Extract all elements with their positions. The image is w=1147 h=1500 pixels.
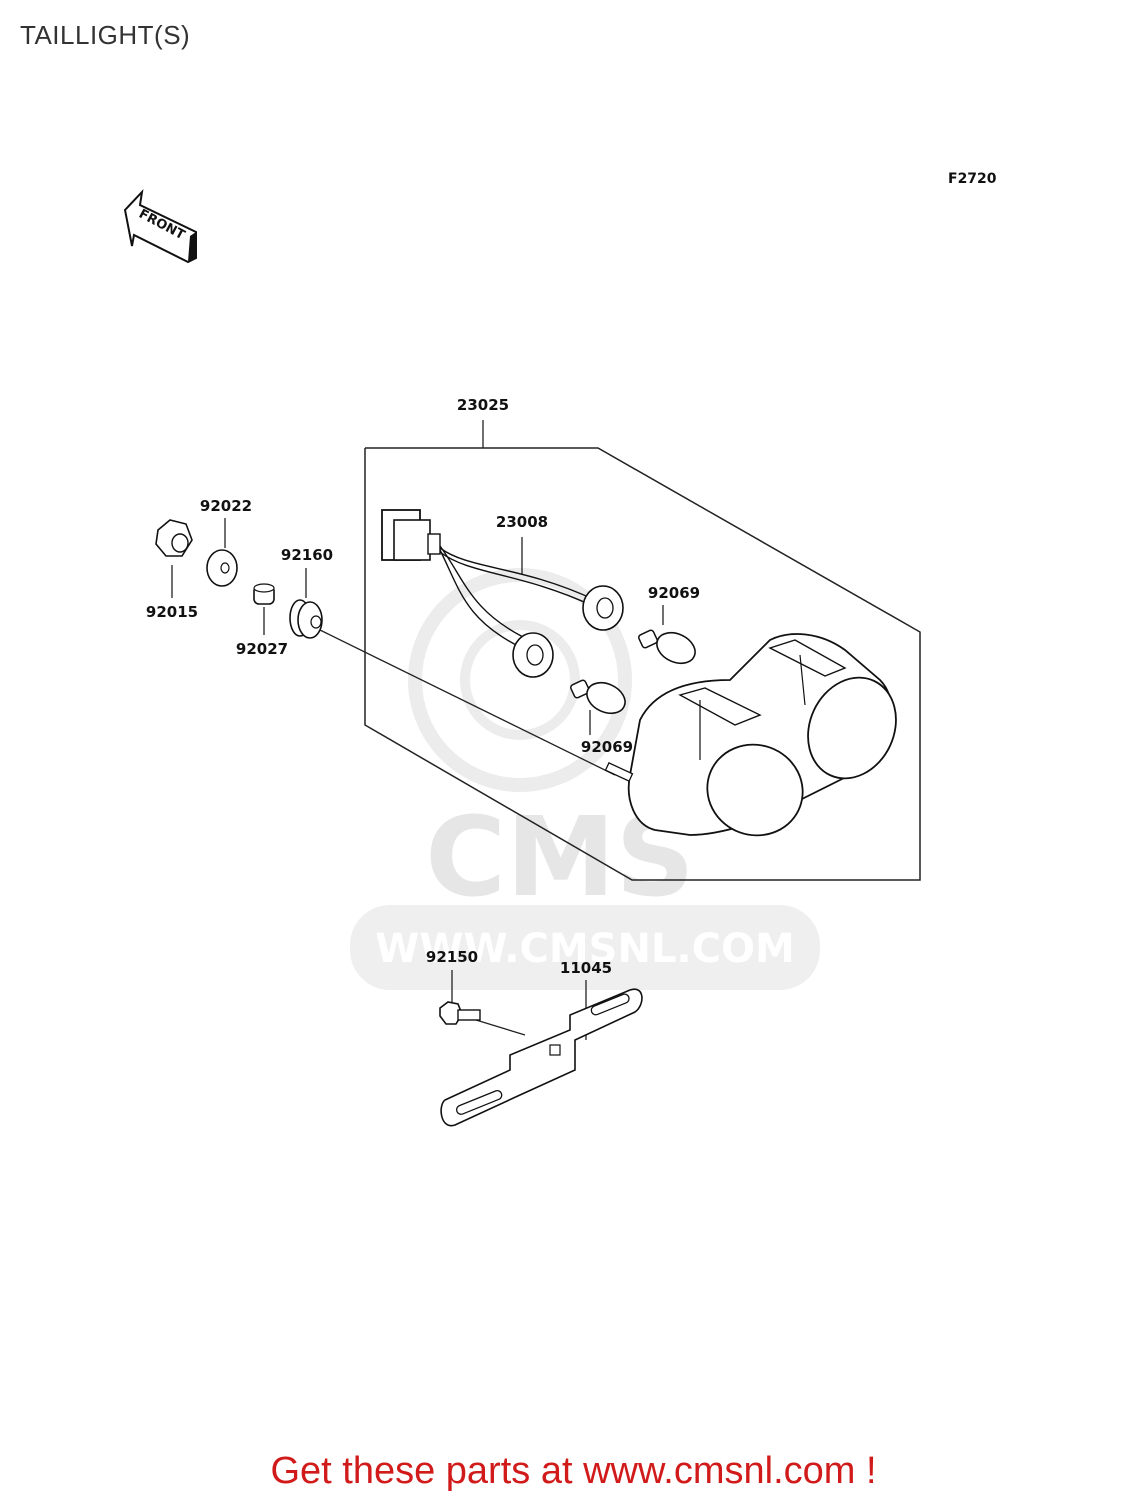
label-92069-lower: 92069 [581, 738, 633, 756]
collar-92027-icon [253, 583, 275, 605]
label-92027: 92027 [236, 640, 288, 658]
bulb-92069-icon [638, 629, 696, 665]
exploded-parts-diagram: CMS WWW.CMSNL.COM FRONT [123, 188, 921, 1127]
leader-lines [171, 420, 664, 1040]
page-title: TAILLIGHT(S) [20, 20, 191, 50]
cms-watermark: CMS WWW.CMSNL.COM [350, 568, 820, 990]
harness-23008-icon [381, 509, 624, 678]
label-92069-upper: 92069 [648, 584, 700, 602]
label-92022: 92022 [200, 497, 252, 515]
washer-92022-icon [206, 549, 238, 587]
bolt-92150-icon [439, 1001, 481, 1025]
nut-92015-icon [155, 519, 193, 557]
label-92150: 92150 [426, 948, 478, 966]
bracket-11045-icon [440, 988, 643, 1127]
taillight-housing-icon [604, 633, 897, 837]
label-92160: 92160 [281, 546, 333, 564]
damper-92160-icon [289, 599, 323, 639]
label-23008: 23008 [496, 513, 548, 531]
figure-code: F2720 [948, 171, 997, 187]
label-11045: 11045 [560, 959, 612, 977]
footer-banner[interactable]: Get these parts at www.cmsnl.com ! [270, 1450, 877, 1492]
watermark-url: WWW.CMSNL.COM [375, 926, 795, 972]
assembly-outline [364, 447, 921, 881]
bulb-92069-lower-icon [570, 679, 626, 715]
label-92015: 92015 [146, 603, 198, 621]
label-23025: 23025 [457, 396, 509, 414]
front-arrow-icon: FRONT [123, 188, 197, 264]
